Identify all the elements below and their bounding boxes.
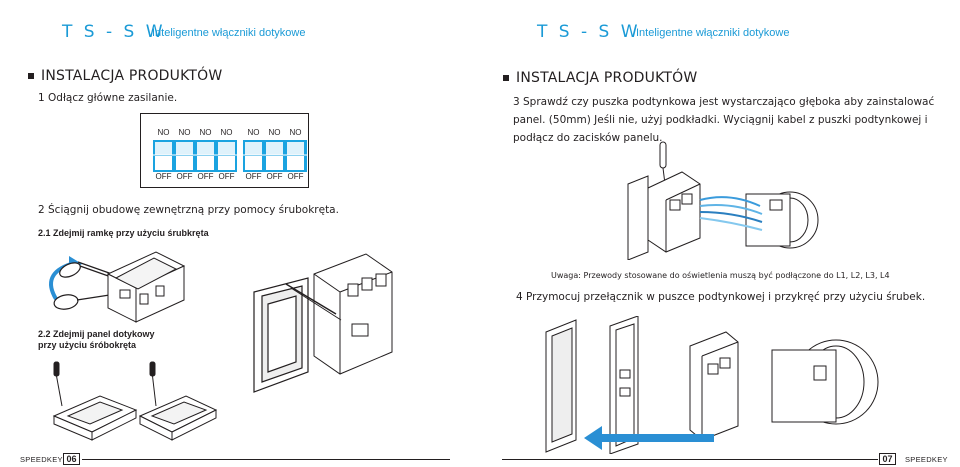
left-page-number: 06 <box>63 453 80 465</box>
bullet-square <box>28 73 34 79</box>
footer-left-rule <box>82 459 450 460</box>
dip-off-label: OFF <box>266 172 283 181</box>
frame-removal-illustration <box>49 251 393 393</box>
footer-left-brand: SPEEDKEY <box>20 455 63 464</box>
wiring-illustration <box>627 141 819 260</box>
footer-right-rule <box>502 459 878 460</box>
left-tagline: Inteligentne włączniki dotykowe <box>152 27 306 39</box>
dip-on-label: NO <box>157 128 170 137</box>
dip-on-label: NO <box>289 128 302 137</box>
dip-on-label: NO <box>178 128 191 137</box>
dip-on-label: NO <box>247 128 260 137</box>
dip-switches-graphic <box>141 140 308 172</box>
right-section-title-text: INSTALACJA PRODUKTÓW <box>516 70 698 86</box>
dip-off-labels-right: OFF OFF OFF <box>243 172 306 181</box>
dip-off-label: OFF <box>155 172 172 181</box>
step3-text-line3: podłącz do zacisków panelu. <box>513 132 663 144</box>
step2-text: 2 Ściągnij obudowę zewnętrzną przy pomoc… <box>38 204 339 216</box>
right-tagline: Inteligentne włączniki dotykowe <box>636 27 790 39</box>
dip-off-labels-left: OFF OFF OFF OFF <box>153 172 237 181</box>
dip-off-label: OFF <box>176 172 193 181</box>
right-section-title: INSTALACJA PRODUKTÓW <box>503 70 697 86</box>
step3-text-line2: panel. (50mm) Jeśli nie, użyj podkładki.… <box>513 114 928 126</box>
dip-switch-diagram: NO NO NO NO NO NO NO <box>140 113 309 188</box>
step3-text-line1: 3 Sprawdź czy puszka podtynkowa jest wys… <box>513 96 935 108</box>
right-brand: T S - S W <box>537 22 641 42</box>
dip-off-label: OFF <box>197 172 214 181</box>
left-section-title: INSTALACJA PRODUKTÓW <box>28 68 222 84</box>
right-page-number: 07 <box>879 453 896 465</box>
step2-1-text: 2.1 Zdejmij ramkę przy użyciu śrubkręta <box>38 228 209 238</box>
footer-right-brand: SPEEDKEY <box>905 455 948 464</box>
dip-on-labels-right: NO NO NO <box>243 128 306 137</box>
dip-off-label: OFF <box>218 172 235 181</box>
step4-text: 4 Przymocuj przełącznik w puszce podtynk… <box>516 291 926 303</box>
dip-off-label: OFF <box>287 172 304 181</box>
bullet-square <box>503 75 509 81</box>
step2-2-text-line1: 2.2 Zdejmij panel dotykowy <box>38 329 155 339</box>
note-text: Uwaga: Przewody stosowane do oświetlenia… <box>551 271 890 280</box>
dip-off-label: OFF <box>245 172 262 181</box>
step1-text: 1 Odłącz główne zasilanie. <box>38 92 178 104</box>
panel-removal-illustration <box>52 361 218 441</box>
dip-on-labels-left: NO NO NO NO <box>153 128 237 137</box>
dip-on-label: NO <box>268 128 281 137</box>
left-brand: T S - S W <box>62 22 166 42</box>
left-section-title-text: INSTALACJA PRODUKTÓW <box>41 68 223 84</box>
dip-on-label: NO <box>220 128 233 137</box>
step2-2-text-line2: przy użyciu śróbokręta <box>38 340 137 350</box>
mounting-illustration <box>545 316 879 454</box>
dip-on-label: NO <box>199 128 212 137</box>
